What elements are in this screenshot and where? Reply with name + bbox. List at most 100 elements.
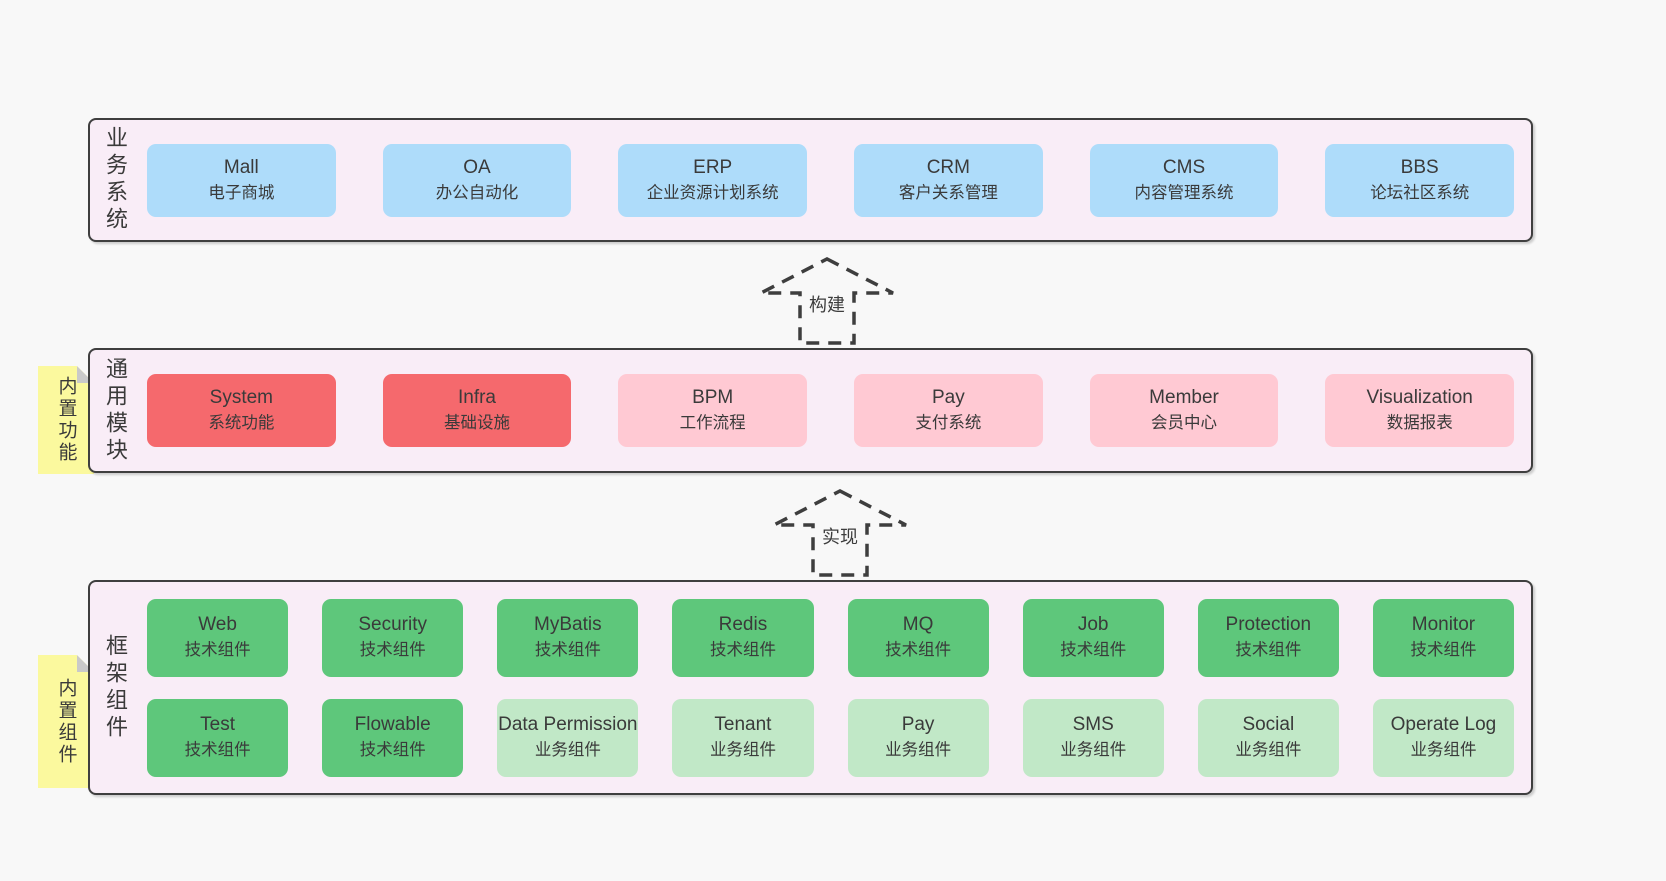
business-box-row: Mall 电子商城 OA 办公自动化 ERP 企业资源计划系统 CRM 客户关系… [126, 143, 1531, 217]
node-title: CRM [926, 156, 970, 178]
node-title: Test [200, 714, 235, 736]
node-title: SMS [1072, 714, 1114, 736]
components-box-grid: Web 技术组件 Security 技术组件 MyBatis 技术组件 Redi… [126, 598, 1531, 777]
node-subtitle: 系统功能 [208, 414, 275, 432]
node-bpm: BPM 工作流程 [618, 374, 808, 447]
node-subtitle: 会员中心 [1151, 414, 1218, 432]
node-title: Member [1149, 387, 1219, 409]
node-social: Social 业务组件 [1197, 698, 1339, 777]
node-subtitle: 技术组件 [359, 641, 426, 659]
node-subtitle: 技术组件 [885, 641, 952, 659]
node-subtitle: 论坛社区系统 [1370, 183, 1470, 202]
sticky-note-built-in-features: 内置功能 [38, 366, 94, 474]
panel-common-modules: 通用模块 System 系统功能 Infra 基础设施 BPM 工作流程 Pay… [88, 348, 1533, 473]
node-subtitle: 企业资源计划系统 [646, 183, 779, 202]
node-subtitle: 业务组件 [709, 741, 776, 759]
node-subtitle: 技术组件 [359, 741, 426, 759]
panel-business-systems: 业务系统 Mall 电子商城 OA 办公自动化 ERP 企业资源计划系统 CRM… [88, 118, 1533, 242]
node-subtitle: 业务组件 [1410, 741, 1477, 759]
node-sms: SMS 业务组件 [1022, 698, 1164, 777]
node-subtitle: 技术组件 [184, 641, 251, 659]
node-job: Job 技术组件 [1022, 598, 1164, 677]
node-test: Test 技术组件 [147, 698, 289, 777]
panel-framework-components: 框架组件 Web 技术组件 Security 技术组件 MyBatis 技术组件… [88, 580, 1533, 795]
node-title: MyBatis [534, 614, 602, 636]
node-monitor: Monitor 技术组件 [1372, 598, 1514, 677]
node-title: BPM [692, 387, 734, 409]
node-title: Visualization [1366, 387, 1473, 409]
node-subtitle: 业务组件 [1235, 741, 1302, 759]
node-title: Mall [223, 156, 259, 178]
node-cms: CMS 内容管理系统 [1089, 143, 1279, 217]
node-subtitle: 内容管理系统 [1134, 183, 1234, 202]
node-operate-log: Operate Log 业务组件 [1372, 698, 1514, 777]
node-title: System [209, 387, 274, 409]
node-tenant: Tenant 业务组件 [672, 698, 814, 777]
node-subtitle: 支付系统 [915, 414, 982, 432]
node-pay-system: Pay 支付系统 [854, 374, 1043, 447]
node-web: Web 技术组件 [147, 598, 289, 677]
node-title: MQ [902, 614, 934, 636]
sticky-note-text: 内置组件 [55, 677, 77, 766]
node-mall: Mall 电子商城 [147, 143, 336, 217]
node-title: Infra [457, 387, 497, 409]
node-title: Tenant [714, 714, 772, 736]
node-title: BBS [1400, 156, 1439, 178]
node-title: Protection [1225, 614, 1312, 636]
panel-label-common-modules: 通用模块 [103, 356, 128, 465]
node-subtitle: 业务组件 [534, 741, 601, 759]
node-title: Redis [718, 614, 768, 636]
node-title: Pay [931, 387, 965, 409]
node-title: Security [358, 614, 427, 636]
node-oa: OA 办公自动化 [382, 143, 572, 217]
arrow-implement: 实现 [765, 487, 915, 579]
node-title: Operate Log [1390, 714, 1497, 736]
sticky-note-built-in-components: 内置组件 [38, 655, 94, 788]
node-title: Monitor [1411, 614, 1476, 636]
node-title: ERP [693, 156, 733, 178]
node-visualization: Visualization 数据报表 [1325, 374, 1515, 447]
node-title: Pay [901, 714, 935, 736]
node-title: CMS [1162, 156, 1206, 178]
node-subtitle: 技术组件 [1410, 641, 1477, 659]
node-subtitle: 办公自动化 [435, 183, 519, 202]
node-title: Job [1077, 614, 1109, 636]
node-mybatis: MyBatis 技术组件 [497, 598, 639, 677]
node-subtitle: 客户关系管理 [898, 183, 998, 202]
node-data-permission: Data Permission 业务组件 [497, 698, 639, 777]
node-title: OA [463, 156, 491, 178]
node-title: Social [1242, 714, 1295, 736]
node-infra: Infra 基础设施 [382, 374, 572, 447]
node-bbs: BBS 论坛社区系统 [1325, 143, 1515, 217]
node-subtitle: 技术组件 [184, 741, 251, 759]
arrow-implement-label: 实现 [819, 523, 861, 549]
modules-box-row: System 系统功能 Infra 基础设施 BPM 工作流程 Pay 支付系统… [126, 374, 1531, 447]
node-erp: ERP 企业资源计划系统 [618, 143, 808, 217]
arrow-build-label: 构建 [806, 291, 848, 317]
node-subtitle: 技术组件 [1060, 641, 1127, 659]
node-mq: MQ 技术组件 [847, 598, 989, 677]
node-title: Data Permission [498, 714, 638, 736]
node-subtitle: 数据报表 [1386, 414, 1453, 432]
node-pay-component: Pay 业务组件 [847, 698, 989, 777]
node-subtitle: 技术组件 [534, 641, 601, 659]
node-member: Member 会员中心 [1089, 374, 1279, 447]
node-crm: CRM 客户关系管理 [854, 143, 1043, 217]
sticky-note-text: 内置功能 [55, 376, 77, 464]
panel-label-framework-components: 框架组件 [103, 633, 128, 742]
node-security: Security 技术组件 [322, 598, 464, 677]
node-subtitle: 工作流程 [679, 414, 746, 432]
node-subtitle: 基础设施 [444, 414, 510, 432]
node-protection: Protection 技术组件 [1197, 598, 1339, 677]
node-subtitle: 业务组件 [1060, 741, 1127, 759]
node-subtitle: 业务组件 [885, 741, 952, 759]
node-title: Flowable [354, 714, 431, 736]
node-subtitle: 技术组件 [709, 641, 776, 659]
node-subtitle: 技术组件 [1235, 641, 1302, 659]
node-flowable: Flowable 技术组件 [322, 698, 464, 777]
arrow-build: 构建 [752, 255, 902, 347]
panel-label-business-systems: 业务系统 [103, 126, 128, 234]
node-title: Web [198, 614, 237, 636]
node-system: System 系统功能 [147, 374, 336, 447]
node-subtitle: 电子商城 [208, 183, 275, 202]
